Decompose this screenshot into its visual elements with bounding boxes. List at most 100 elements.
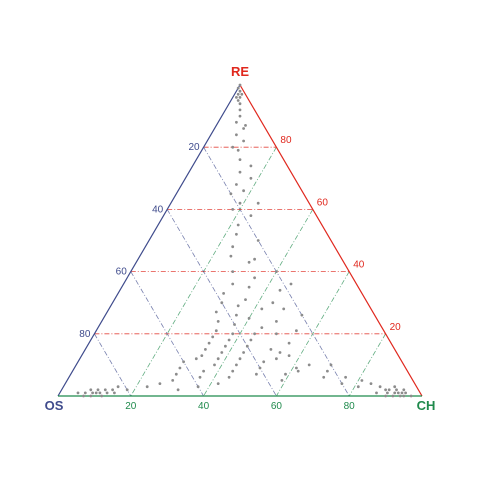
data-point — [249, 338, 253, 342]
data-point — [247, 285, 251, 289]
data-point — [238, 201, 242, 205]
data-point — [216, 357, 220, 361]
data-point — [287, 354, 291, 357]
data-point — [171, 379, 175, 382]
data-point — [236, 92, 240, 96]
data-point — [227, 338, 231, 342]
data-point — [384, 388, 387, 392]
data-point — [94, 391, 98, 395]
data-point — [242, 139, 246, 143]
data-point — [198, 375, 202, 379]
axis-layer — [57, 84, 423, 397]
data-point — [174, 372, 178, 376]
data-point — [236, 99, 240, 102]
data-point — [238, 102, 242, 106]
ch-tick-label: 20 — [125, 401, 137, 412]
data-point — [207, 341, 211, 345]
re-tick-label: 20 — [390, 322, 402, 333]
data-point — [235, 96, 238, 99]
gridline-ch-60 — [276, 271, 350, 397]
data-point — [202, 369, 206, 373]
data-point — [396, 391, 400, 395]
data-point — [238, 114, 242, 118]
data-point — [238, 108, 242, 112]
data-point — [235, 120, 238, 124]
os-tick-label: 60 — [116, 267, 128, 278]
data-point — [216, 382, 220, 385]
data-point — [231, 208, 235, 211]
data-point — [260, 307, 264, 311]
data-point — [224, 344, 227, 348]
data-point — [238, 170, 242, 174]
data-point — [238, 89, 242, 93]
data-point — [386, 391, 389, 395]
data-point — [391, 394, 395, 398]
data-point — [409, 394, 413, 398]
os-tick-label: 20 — [188, 142, 200, 153]
data-point — [249, 176, 253, 180]
data-point — [329, 363, 333, 367]
data-point — [176, 388, 180, 392]
data-point — [242, 189, 246, 193]
re-tick-label: 40 — [353, 260, 365, 271]
re-axis-line — [239, 84, 423, 397]
data-point — [387, 388, 391, 392]
data-point — [393, 385, 397, 389]
os-tick-label: 80 — [79, 329, 91, 340]
data-point — [105, 391, 109, 395]
data-point — [275, 270, 278, 273]
data-point — [235, 133, 238, 137]
data-point — [76, 391, 80, 395]
data-point — [229, 192, 233, 196]
vertex-label-ch: CH — [417, 398, 436, 413]
data-point — [235, 313, 238, 317]
data-point — [295, 329, 298, 333]
data-point — [236, 304, 240, 308]
data-point — [227, 375, 231, 379]
data-point — [307, 363, 311, 367]
data-point — [269, 348, 273, 351]
data-point — [231, 282, 235, 286]
data-point — [233, 323, 236, 326]
data-point — [356, 385, 360, 389]
vertex-label-os: OS — [45, 398, 64, 413]
gridline-ch-80 — [348, 333, 386, 397]
ch-tick-label: 80 — [344, 401, 356, 412]
data-point — [253, 276, 256, 280]
data-point — [236, 223, 240, 227]
data-point — [402, 394, 406, 398]
data-point — [89, 394, 93, 398]
data-point — [211, 335, 215, 339]
data-point — [398, 394, 402, 398]
data-point — [222, 292, 226, 295]
data-point — [113, 391, 116, 395]
data-point — [220, 351, 224, 354]
data-point — [116, 385, 120, 389]
data-point — [340, 382, 344, 385]
data-point — [360, 379, 364, 382]
data-point — [82, 394, 85, 398]
data-point — [235, 232, 238, 236]
data-point — [375, 391, 378, 395]
os-tick-label: 40 — [152, 204, 164, 215]
data-point — [220, 301, 224, 305]
data-point — [238, 96, 242, 99]
gridline-os-60 — [130, 271, 204, 397]
data-point — [256, 201, 260, 205]
ch-tick-label: 40 — [198, 401, 210, 412]
data-point — [214, 329, 218, 333]
data-point — [275, 357, 278, 361]
data-point — [271, 301, 275, 305]
data-point — [242, 127, 246, 130]
data-point — [253, 332, 256, 336]
data-point — [400, 391, 404, 395]
data-point — [178, 366, 182, 370]
data-point — [238, 158, 242, 162]
gridline-os-80 — [94, 333, 132, 397]
data-point — [255, 372, 258, 376]
data-point — [214, 310, 218, 314]
data-point — [326, 369, 329, 373]
